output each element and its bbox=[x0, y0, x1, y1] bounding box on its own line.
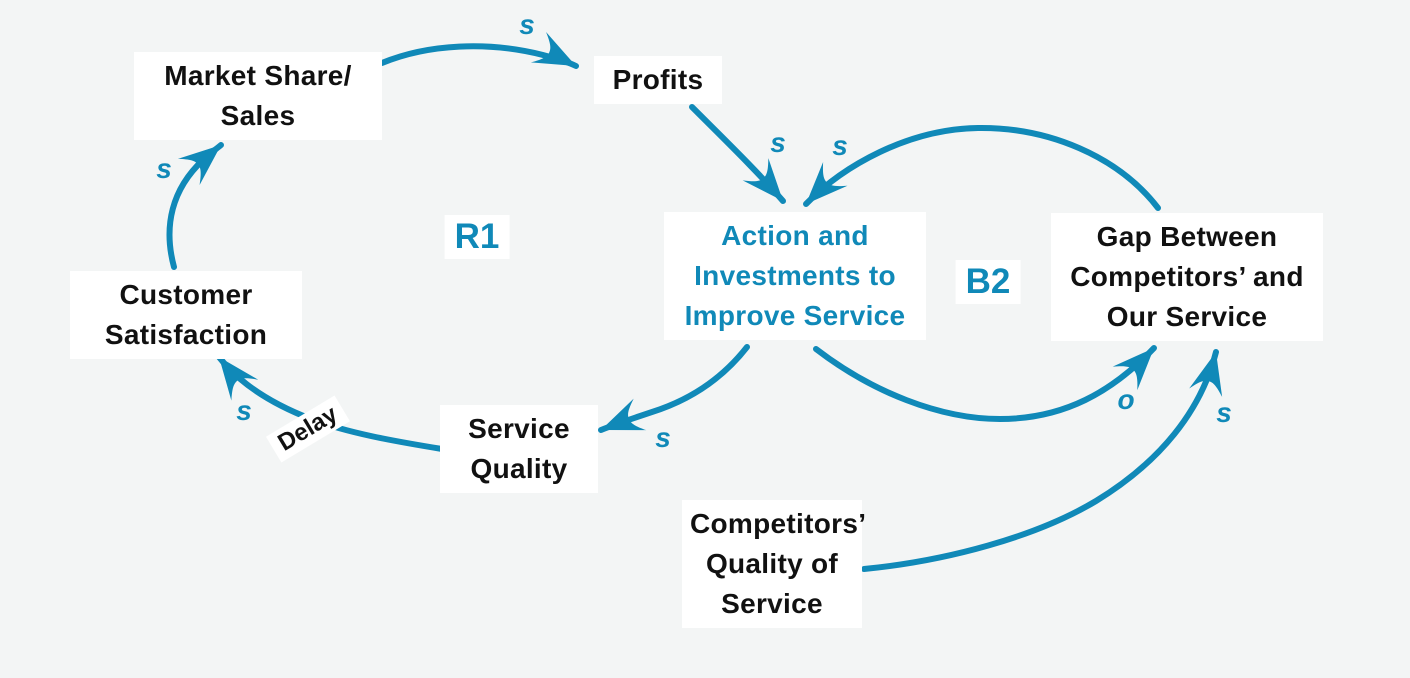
polarity-customer-to-market: s bbox=[156, 153, 172, 184]
arrow-action-to-service-quality bbox=[598, 344, 750, 433]
arrow-market-share-to-profits bbox=[379, 32, 579, 69]
node-line: Customer bbox=[119, 279, 253, 310]
node-line: Sales bbox=[220, 100, 296, 131]
node-line: Quality bbox=[470, 453, 568, 484]
polarity-profits-to-action: s bbox=[770, 127, 786, 158]
loop-label-b2: B2 bbox=[955, 260, 1021, 304]
arrow-action-to-gap bbox=[813, 345, 1157, 423]
node-line: Investments to bbox=[694, 260, 896, 291]
polarity-action-to-gap: o bbox=[1117, 384, 1135, 415]
node-competitors-quality: Competitors’ Quality of Service bbox=[682, 500, 867, 628]
node-market-share-sales: Market Share/ Sales bbox=[134, 52, 382, 140]
node-line: Action and bbox=[721, 220, 869, 251]
node-service-quality: Service Quality bbox=[440, 405, 598, 493]
polarity-action-to-service-quality: s bbox=[655, 422, 671, 453]
node-line: Market Share/ bbox=[164, 60, 352, 91]
node-line: Gap Between bbox=[1096, 221, 1278, 252]
arrow-customer-satisfaction-to-market-share bbox=[166, 142, 224, 270]
polarity-gap-to-action: s bbox=[832, 130, 848, 161]
node-line: Quality of bbox=[705, 548, 839, 579]
node-line: Improve Service bbox=[684, 300, 906, 331]
node-line: Profits bbox=[612, 64, 704, 95]
node-line: Service bbox=[468, 413, 570, 444]
node-line: Service bbox=[721, 588, 823, 619]
polarity-market-to-profits: s bbox=[519, 9, 535, 40]
polarity-competitors-quality-to-gap: s bbox=[1216, 397, 1232, 428]
arrow-profits-to-action bbox=[689, 104, 786, 204]
arrow-competitors-quality-to-gap bbox=[861, 349, 1223, 572]
node-line: Our Service bbox=[1106, 301, 1268, 332]
node-action-investments: Action and Investments to Improve Servic… bbox=[664, 212, 926, 340]
polarity-service-quality-to-customer: s bbox=[236, 395, 252, 426]
node-customer-satisfaction: Customer Satisfaction bbox=[70, 271, 302, 359]
arrow-gap-to-action bbox=[803, 124, 1161, 211]
node-line: Competitors’ and bbox=[1070, 261, 1304, 292]
node-line: Competitors’ bbox=[690, 508, 867, 539]
loop-label-r1: R1 bbox=[444, 215, 510, 259]
node-profits: Profits bbox=[594, 56, 722, 104]
node-gap-service: Gap Between Competitors’ and Our Service bbox=[1051, 213, 1323, 341]
node-line: Satisfaction bbox=[104, 319, 268, 350]
